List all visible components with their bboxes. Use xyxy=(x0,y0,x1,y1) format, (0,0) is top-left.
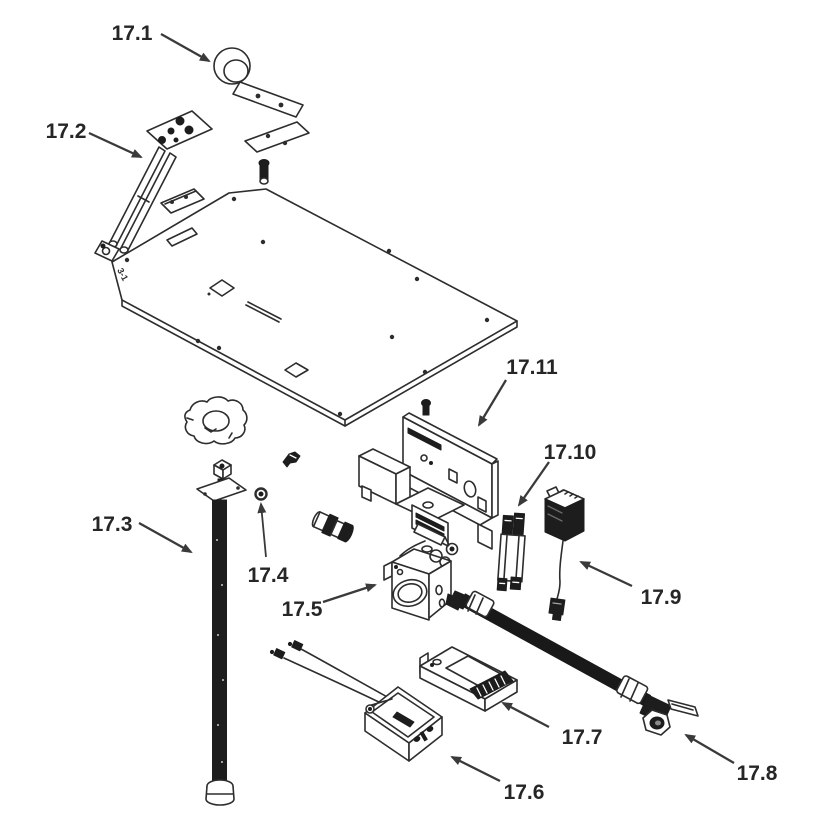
supply-tube xyxy=(196,459,247,806)
callout-label-17-2: 17.2 xyxy=(46,120,87,143)
callout-arrow-17-5 xyxy=(322,583,377,604)
callout-label-17-7: 17.7 xyxy=(562,726,603,749)
callout-arrow-17-4 xyxy=(257,502,267,558)
callout-arrow-17-1 xyxy=(160,32,211,63)
callout-label-17-8: 17.8 xyxy=(737,762,778,785)
callout-label-17-1: 17.1 xyxy=(112,22,153,45)
callout-arrow-17-8 xyxy=(684,733,735,764)
jet-bracket xyxy=(160,188,205,214)
brass-fitting xyxy=(311,511,354,543)
gasket xyxy=(184,396,248,445)
burner-box xyxy=(269,640,443,762)
screw xyxy=(258,159,270,185)
callout-arrow-17-11 xyxy=(477,379,507,427)
gas-valve xyxy=(383,523,463,621)
callout-arrow-17-2 xyxy=(88,131,143,159)
callout-arrow-17-3 xyxy=(138,521,193,554)
callout-label-17-11: 17.11 xyxy=(506,356,558,379)
callout-label-17-6: 17.6 xyxy=(504,781,545,804)
mounting-plate xyxy=(244,121,310,153)
nut xyxy=(254,487,268,501)
callout-arrow-17-6 xyxy=(450,755,501,783)
spark-module xyxy=(496,512,526,592)
gas-hose xyxy=(448,590,699,736)
base-panel: 3-1 xyxy=(111,188,518,427)
callout-arrow-17-10 xyxy=(517,461,550,507)
callout-label-17-9: 17.9 xyxy=(641,586,682,609)
control-module xyxy=(419,646,518,712)
burner-assembly xyxy=(94,110,213,262)
callout-label-17-4: 17.4 xyxy=(248,564,289,587)
callout-arrows xyxy=(88,32,735,783)
callout-arrow-17-7 xyxy=(501,701,550,729)
elbow-fitting xyxy=(282,451,301,468)
callout-labels: 17.1 17.2 17.3 17.4 17.5 17.6 17.7 17.8 … xyxy=(46,22,778,804)
clamp-part xyxy=(213,47,304,118)
power-adapter xyxy=(544,486,585,622)
callout-label-17-5: 17.5 xyxy=(282,598,323,621)
callout-label-17-10: 17.10 xyxy=(544,441,597,464)
callout-arrow-17-9 xyxy=(579,560,633,588)
callout-label-17-3: 17.3 xyxy=(92,513,133,536)
bracket-screw xyxy=(421,399,431,416)
